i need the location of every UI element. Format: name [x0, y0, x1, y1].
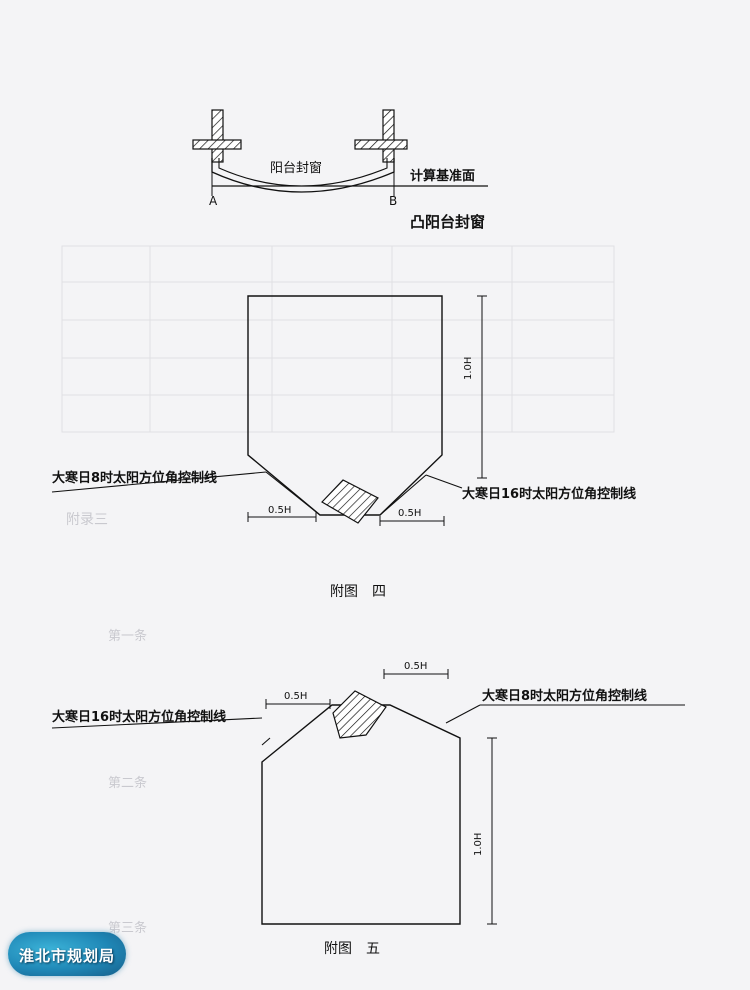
agency-logo: 淮北市规划局	[8, 932, 126, 976]
fig5-dim-height: 1.0H	[473, 832, 484, 856]
control-line-4pm	[379, 474, 427, 516]
fig5-caption: 附图 五	[324, 941, 380, 957]
fig4-right-line-label: 大寒日16时太阳方位角控制线	[462, 487, 637, 502]
shaded-block-four	[321, 479, 379, 524]
background-text: 第一条	[108, 629, 148, 644]
figure-top-caption: 凸阳台封窗	[410, 213, 486, 231]
fig5-dim-left: 0.5H	[284, 691, 308, 702]
building-outline-five	[261, 704, 461, 925]
background-text: 附录三	[66, 512, 108, 528]
fig4-left-line-label: 大寒日8时太阳方位角控制线	[52, 471, 218, 486]
point-b-label: B	[389, 194, 398, 208]
right-wall-flange	[354, 139, 408, 150]
left-wall-flange	[192, 139, 242, 150]
point-a-label: A	[209, 194, 218, 208]
background-text: 第二条	[108, 776, 148, 791]
left-wall	[211, 109, 224, 163]
balcony-window-curve	[211, 158, 395, 193]
fig5-dim-right: 0.5H	[404, 661, 428, 672]
background-text: 第三条	[108, 921, 148, 936]
fig4-caption: 附图 四	[330, 584, 386, 600]
fig5-right-line-label: 大寒日8时太阳方位角控制线	[482, 689, 648, 704]
window-label: 阳台封窗	[270, 161, 323, 176]
fig4-dim-right: 0.5H	[398, 508, 422, 519]
right-wall	[382, 109, 395, 163]
control-line-4pm	[51, 717, 263, 729]
logo-text: 淮北市规划局	[18, 947, 115, 965]
control-line-8am	[51, 471, 267, 493]
fig5-left-line-label: 大寒日16时太阳方位角控制线	[52, 710, 227, 725]
shaded-block-five	[332, 690, 387, 739]
baseline-label: 计算基准面	[410, 169, 476, 184]
fig4-dim-left: 0.5H	[268, 505, 292, 516]
